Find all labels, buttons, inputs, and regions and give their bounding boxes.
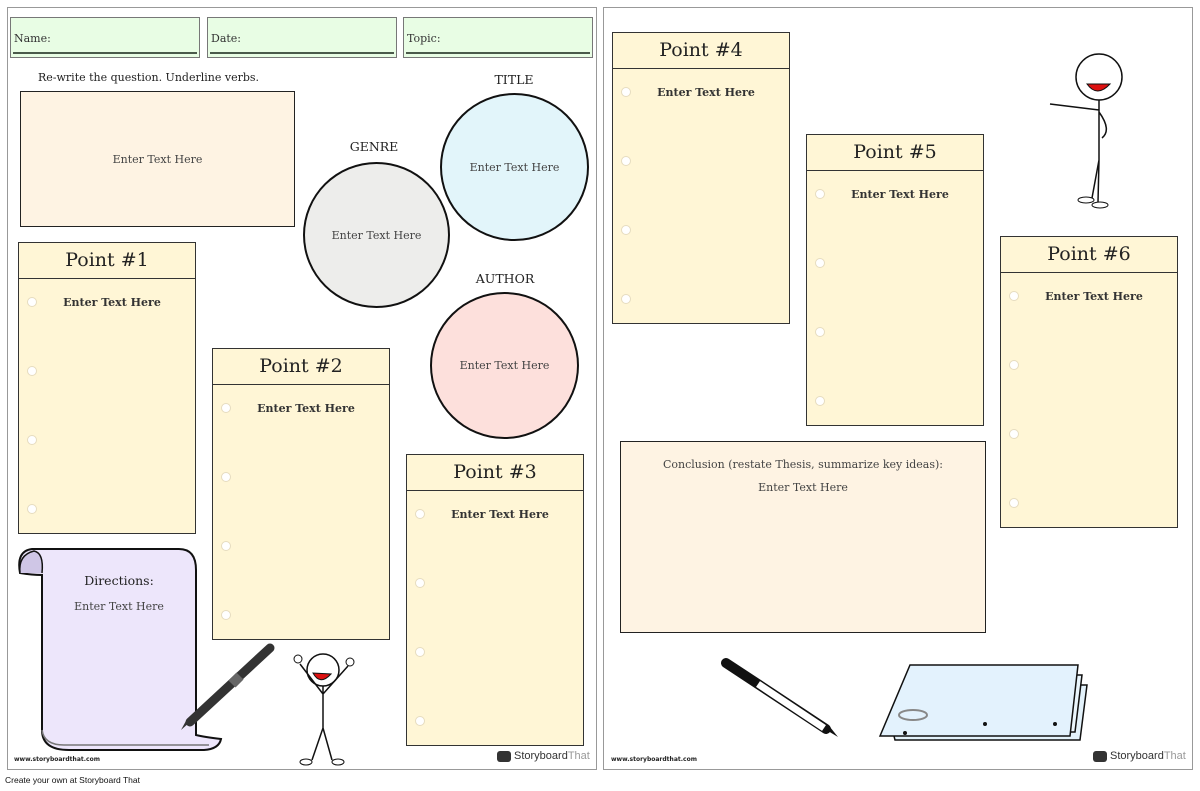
create-your-own-link[interactable]: Create your own at Storyboard That — [5, 775, 140, 785]
point-title: Point #1 — [19, 243, 195, 279]
title-circle[interactable]: Enter Text Here — [440, 93, 589, 241]
punch-hole — [621, 225, 631, 235]
punch-hole — [27, 366, 37, 376]
punch-hole — [621, 87, 631, 97]
punch-hole — [621, 294, 631, 304]
punch-hole — [221, 472, 231, 482]
punch-hole — [815, 189, 825, 199]
point-title: Point #2 — [213, 349, 389, 385]
date-label: Date: — [211, 32, 242, 45]
point-placeholder[interactable]: Enter Text Here — [657, 86, 755, 99]
punch-hole — [815, 258, 825, 268]
point-card-4[interactable]: Point #4 Enter Text Here — [612, 32, 790, 324]
genre-placeholder: Enter Text Here — [331, 228, 422, 242]
logo-icon — [1093, 750, 1107, 762]
punch-hole — [415, 509, 425, 519]
point-card-6[interactable]: Point #6 Enter Text Here — [1000, 236, 1178, 528]
logo-suffix: That — [567, 750, 590, 762]
point-title: Point #5 — [807, 135, 983, 171]
question-label: Re-write the question. Underline verbs. — [38, 71, 260, 84]
conclusion-label: Conclusion (restate Thesis, summarize ke… — [663, 458, 943, 471]
punch-hole — [815, 396, 825, 406]
punch-hole — [221, 403, 231, 413]
point-card-2[interactable]: Point #2 Enter Text Here — [212, 348, 390, 640]
punch-hole — [1009, 291, 1019, 301]
date-field[interactable]: Date: — [207, 17, 397, 58]
point-placeholder[interactable]: Enter Text Here — [63, 296, 161, 309]
paper-stack-icon — [878, 664, 1088, 741]
logo-brand: Storyboard — [514, 750, 568, 762]
punch-hole — [27, 435, 37, 445]
punch-hole — [415, 647, 425, 657]
directions-label: Directions: — [84, 573, 154, 588]
punch-hole — [221, 610, 231, 620]
point-title: Point #3 — [407, 455, 583, 491]
punch-hole — [621, 156, 631, 166]
punch-hole — [1009, 360, 1019, 370]
author-label: AUTHOR — [475, 271, 535, 286]
punch-hole — [415, 578, 425, 588]
marker-pen-icon — [721, 658, 838, 737]
logo-brand: Storyboard — [1110, 750, 1164, 762]
directions-placeholder[interactable]: Enter Text Here — [74, 600, 164, 613]
title-placeholder: Enter Text Here — [469, 160, 560, 174]
title-label: TITLE — [494, 72, 534, 87]
stick-figure-pointing-icon — [1049, 53, 1123, 209]
question-placeholder: Enter Text Here — [112, 152, 203, 166]
point-card-5[interactable]: Point #5 Enter Text Here — [806, 134, 984, 426]
point-card-1[interactable]: Point #1 Enter Text Here — [18, 242, 196, 534]
genre-circle[interactable]: Enter Text Here — [303, 162, 450, 308]
point-placeholder[interactable]: Enter Text Here — [851, 188, 949, 201]
topic-label: Topic: — [407, 32, 441, 45]
stick-figure-cheering-icon — [293, 653, 355, 766]
punch-hole — [1009, 429, 1019, 439]
logo-suffix: That — [1163, 750, 1186, 762]
scroll-illustration — [18, 548, 223, 751]
point-placeholder[interactable]: Enter Text Here — [1045, 290, 1143, 303]
name-field[interactable]: Name: — [10, 17, 200, 58]
pen-icon — [181, 643, 275, 730]
punch-hole — [815, 327, 825, 337]
punch-hole — [27, 504, 37, 514]
point-placeholder[interactable]: Enter Text Here — [451, 508, 549, 521]
point-title: Point #4 — [613, 33, 789, 69]
point-title: Point #6 — [1001, 237, 1177, 273]
genre-label: GENRE — [349, 139, 399, 154]
conclusion-placeholder: Enter Text Here — [758, 481, 848, 494]
punch-hole — [27, 297, 37, 307]
punch-hole — [415, 716, 425, 726]
logo-icon — [497, 750, 511, 762]
point-card-3[interactable]: Point #3 Enter Text Here — [406, 454, 584, 746]
watermark-left: www.storyboardthat.com — [14, 756, 100, 763]
punch-hole — [1009, 498, 1019, 508]
conclusion-box[interactable]: Conclusion (restate Thesis, summarize ke… — [620, 441, 986, 633]
point-placeholder[interactable]: Enter Text Here — [257, 402, 355, 415]
author-placeholder: Enter Text Here — [459, 359, 550, 372]
punch-hole — [221, 541, 231, 551]
author-circle[interactable]: Enter Text Here — [430, 292, 579, 439]
question-box[interactable]: Enter Text Here — [20, 91, 295, 227]
name-label: Name: — [14, 32, 51, 45]
topic-field[interactable]: Topic: — [403, 17, 593, 58]
watermark-right: www.storyboardthat.com — [611, 756, 697, 763]
